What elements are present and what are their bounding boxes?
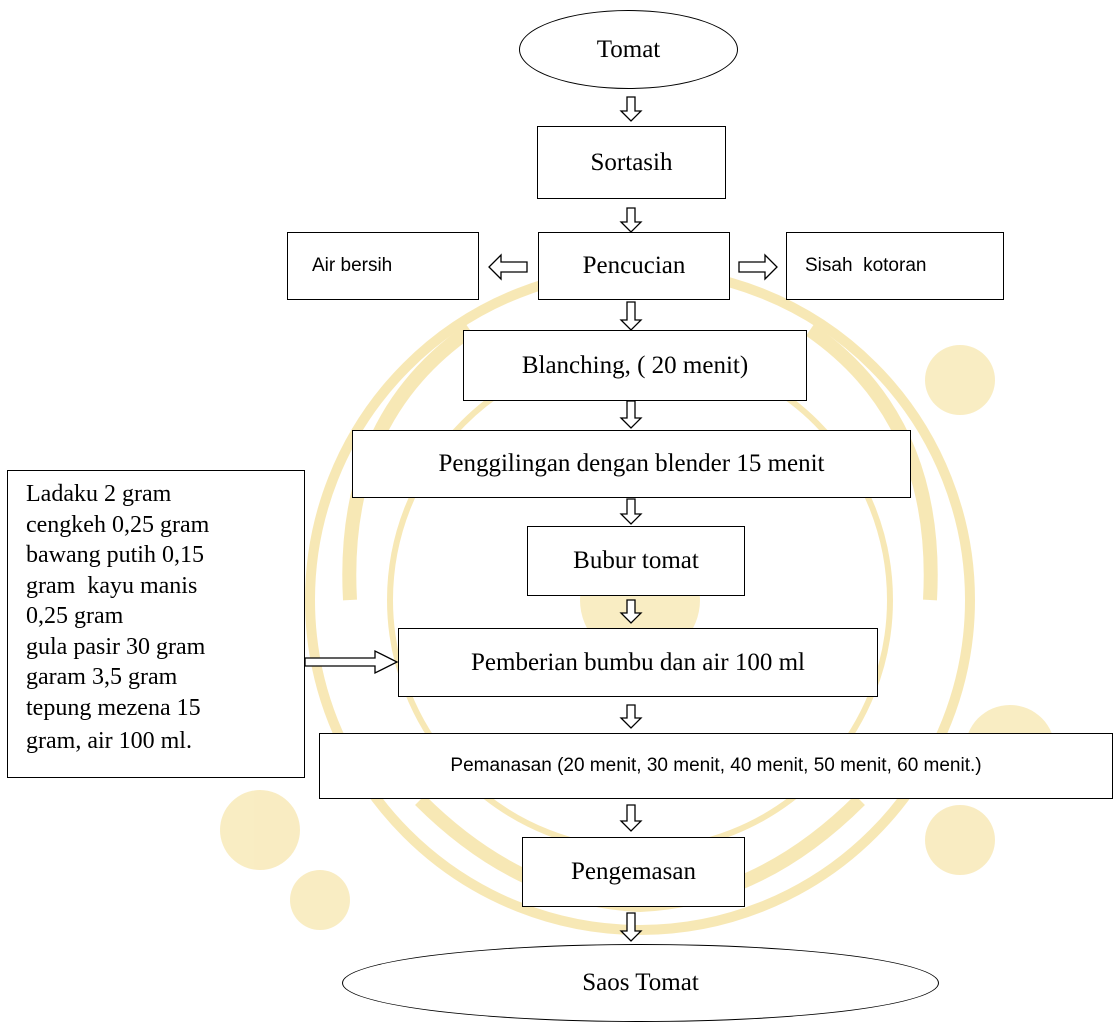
step-pengemasan: Pengemasan [522,837,745,907]
arrow-right-icon [304,649,399,675]
arrow-down-icon [619,804,643,832]
ingredient-line: bawang putih 0,15 [26,542,204,568]
node-label: Bubur tomat [573,547,699,574]
node-label: Tomat [596,35,661,63]
node-label: Air bersih [312,255,393,276]
ingredient-line: 0,25 gram [26,603,124,629]
node-label: Pengemasan [571,858,696,885]
ingredient-line: gram, air 100 ml. [26,728,192,754]
ingredient-line: cengkeh 0,25 gram [26,511,210,538]
arrow-down-icon [619,599,643,624]
ingredient-line: Ladaku 2 gram [26,481,172,507]
step-penggilingan: Penggilingan dengan blender 15 menit [352,430,911,498]
step-sortasih: Sortasih [537,126,726,199]
node-label: Saos Tomat [582,969,699,996]
node-label: Pemberian bumbu dan air 100 ml [471,648,805,676]
step-pemanasan: Pemanasan (20 menit, 30 menit, 40 menit,… [319,733,1113,799]
node-label: Sortasih [590,148,673,176]
ingredient-line: gula pasir 30 gram [26,633,206,660]
output-sisah-kotoran: Sisah kotoran [786,232,1004,300]
step-bubur-tomat: Bubur tomat [527,526,745,596]
ingredient-line: tepung mezena 15 [26,694,201,721]
output-air-bersih: Air bersih [287,232,479,300]
arrow-down-icon [619,498,643,525]
arrow-left-icon [488,253,528,281]
arrow-down-icon [619,301,643,331]
node-label: Pencucian [582,252,686,279]
ingredient-line: garam 3,5 gram [26,664,178,690]
step-pencucian: Pencucian [538,232,730,300]
arrow-down-icon [619,207,643,233]
node-label: Penggilingan dengan blender 15 menit [438,450,825,477]
node-label: Blanching, ( 20 menit) [521,351,749,379]
node-label: Pemanasan (20 menit, 30 menit, 40 menit,… [450,755,982,776]
ingredient-line: gram kayu manis [26,572,198,599]
arrow-down-icon [619,912,643,942]
node-label: Sisah kotoran [805,255,927,276]
step-pemberian-bumbu: Pemberian bumbu dan air 100 ml [398,628,878,697]
arrow-down-icon [619,400,643,429]
arrow-down-icon [619,704,643,729]
step-blanching: Blanching, ( 20 menit) [463,330,807,401]
ingredients-box: Ladaku 2 gram cengkeh 0,25 gram bawang p… [7,470,305,778]
arrow-right-icon [738,253,778,281]
arrow-down-icon [619,96,643,122]
end-node-saos-tomat: Saos Tomat [342,944,939,1022]
start-node-tomat: Tomat [519,10,738,89]
